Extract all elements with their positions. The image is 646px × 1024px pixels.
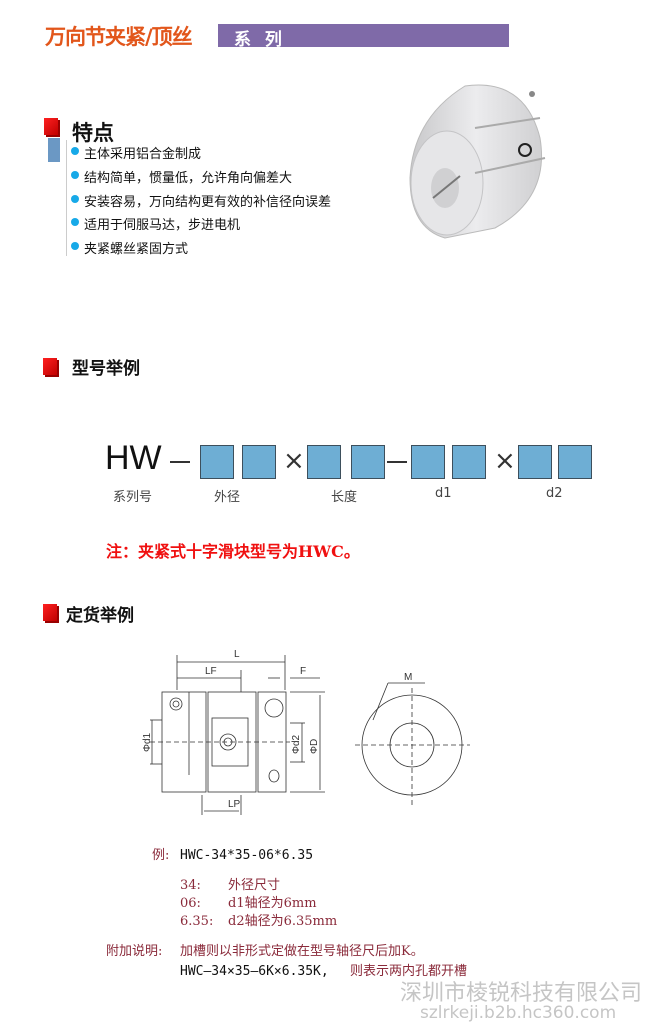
section-marker-icon [43,358,57,375]
explain-value: d2轴径为6.35mm [228,914,338,929]
dim-LF: LF [205,666,217,677]
feature-item: 安装容易，万向结构更有效的补信径向误差 [84,195,332,210]
extra-line1: 加槽则以非形式定做在型号轴径尺后加K。 [180,944,424,959]
label-outer-diameter: 外径 [214,490,241,505]
page-title: 万向节夹紧/顶丝 [45,25,193,49]
dim-F: F [300,666,306,677]
code-box [411,445,445,479]
bullet-icon [71,147,79,155]
code-box [351,445,385,479]
explain-value: d1轴径为6mm [228,896,317,911]
dim-d2: Φd2 [291,734,302,754]
extra-line2-code: HWC—34×35—6K×6.35K, [180,964,329,979]
dim-D: ΦD [309,739,320,754]
dim-L: L [234,649,240,660]
model-note: 注：夹紧式十字滑块型号为HWC。 [106,542,360,561]
dim-M: M [404,672,412,683]
code-box [307,445,341,479]
feature-item: 夹紧螺丝紧固方式 [84,242,189,257]
bullet-icon [71,242,79,250]
feature-item: 主体采用铝合金制成 [84,147,202,162]
code-box [200,445,234,479]
extra-line2-text: 则表示两内孔都开槽 [350,964,468,979]
explain-value: 外径尺寸 [228,878,281,893]
dimension-drawing: L LF F LP M Φd1 Φd2 ΦD [142,649,470,815]
feature-item: 结构简单，惯量低，允许角向偏差大 [84,171,293,186]
code-box [558,445,592,479]
model-prefix: HW [105,439,162,477]
series-banner: 系 列 [218,24,509,50]
blue-bar [48,138,60,162]
series-label: 系 列 [234,30,286,50]
bullet-icon [71,218,79,226]
bullet-icon [71,195,79,203]
label-length: 长度 [331,490,358,505]
explain-key: 06: [180,896,201,911]
label-d2: d2 [546,486,563,501]
times-symbol: × [494,446,516,476]
example-label: 例: [152,848,170,863]
coupling-product-image [409,84,546,239]
explain-key: 34: [180,878,201,893]
extra-label: 附加说明: [106,944,163,959]
bullet-icon [71,171,79,179]
times-symbol: × [283,446,305,476]
model-heading: 型号举例 [72,359,140,379]
explain-key: 6.35: [180,914,214,929]
divider [66,140,67,256]
dash-symbol [170,461,190,463]
code-box [518,445,552,479]
dim-d1: Φd1 [142,732,153,752]
features-heading: 特点 [72,120,114,145]
code-box [242,445,276,479]
feature-item: 适用于伺服马达，步进电机 [84,218,241,233]
watermark-url: szlrkeji.b2b.hc360.com [420,1003,617,1023]
label-d1: d1 [435,486,452,501]
label-series: 系列号 [113,490,153,505]
dim-LP: LP [228,799,241,810]
order-heading: 定货举例 [66,606,134,626]
dash-symbol [387,461,407,463]
section-marker-icon [43,604,57,621]
watermark-company: 深圳市棱锐科技有限公司 [400,981,643,1006]
code-box [452,445,486,479]
example-value: HWC-34*35-06*6.35 [180,848,314,863]
section-marker-icon [44,118,58,135]
